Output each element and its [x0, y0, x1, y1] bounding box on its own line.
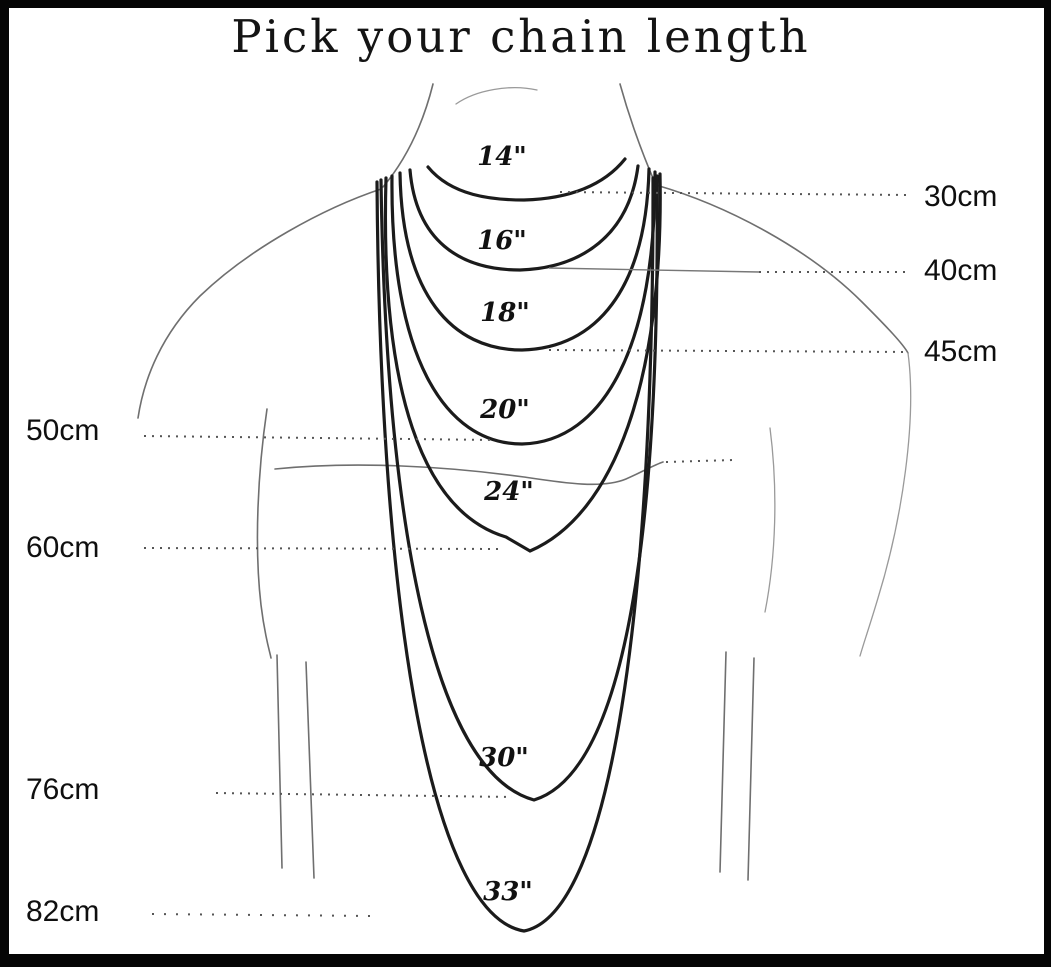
chains	[375, 157, 662, 933]
inch-label-18: 18"	[480, 298, 530, 328]
cm-label-76: 76cm	[26, 773, 99, 806]
cm-label-45: 45cm	[924, 335, 997, 368]
right-side-line	[764, 427, 776, 613]
chain-33in	[375, 176, 655, 933]
cm-label-82: 82cm	[26, 895, 99, 928]
cm-label-40: 40cm	[924, 254, 997, 287]
leader-45cm	[548, 349, 910, 353]
cm-label-60: 60cm	[26, 531, 99, 564]
bust-line-dotted-extension	[665, 459, 734, 463]
neck-left-line	[382, 83, 434, 188]
inch-label-24: 24"	[483, 477, 534, 507]
page-title: Pick your chain length	[231, 10, 810, 63]
chain-30in	[379, 174, 659, 802]
right-outer-arm-line	[859, 352, 912, 657]
leader-30cm	[559, 191, 910, 196]
chain-20in	[390, 170, 657, 446]
leader-50cm	[143, 435, 497, 441]
cm-label-30: 30cm	[924, 180, 997, 213]
leader-40cm-solid	[548, 267, 760, 273]
cm-label-50: 50cm	[26, 414, 99, 447]
leader-76cm	[215, 792, 513, 798]
right-arm-line-1	[719, 651, 727, 873]
inch-labels: 14" 16" 18" 20" 24" 30" 33"	[477, 142, 534, 907]
left-arm-line-1	[276, 654, 283, 869]
right-shoulder-line	[655, 184, 909, 354]
chain-14in	[426, 157, 627, 202]
inch-label-20: 20"	[479, 395, 530, 425]
cm-labels: 30cm 40cm 45cm 50cm 60cm 76cm 82cm	[26, 180, 997, 928]
leader-60cm	[143, 547, 505, 550]
chain-18in	[398, 167, 651, 352]
inch-label-33: 33"	[483, 877, 533, 907]
leader-82cm	[151, 913, 375, 917]
leader-lines	[143, 191, 910, 917]
chin-line	[455, 87, 538, 105]
left-shoulder-line	[137, 188, 382, 419]
left-arm-line-2	[305, 661, 315, 879]
inch-label-30: 30"	[479, 743, 529, 773]
torso-outline	[137, 83, 912, 881]
inch-label-14: 14"	[477, 142, 527, 172]
right-arm-line-2	[747, 657, 755, 881]
neck-right-line	[619, 83, 656, 184]
left-side-line	[256, 408, 272, 659]
bust-line	[274, 461, 664, 486]
chain-16in	[408, 164, 640, 272]
inch-label-16: 16"	[477, 226, 527, 256]
chain-24in	[383, 172, 662, 553]
diagram-canvas: Pick your chain length	[26, 10, 997, 933]
